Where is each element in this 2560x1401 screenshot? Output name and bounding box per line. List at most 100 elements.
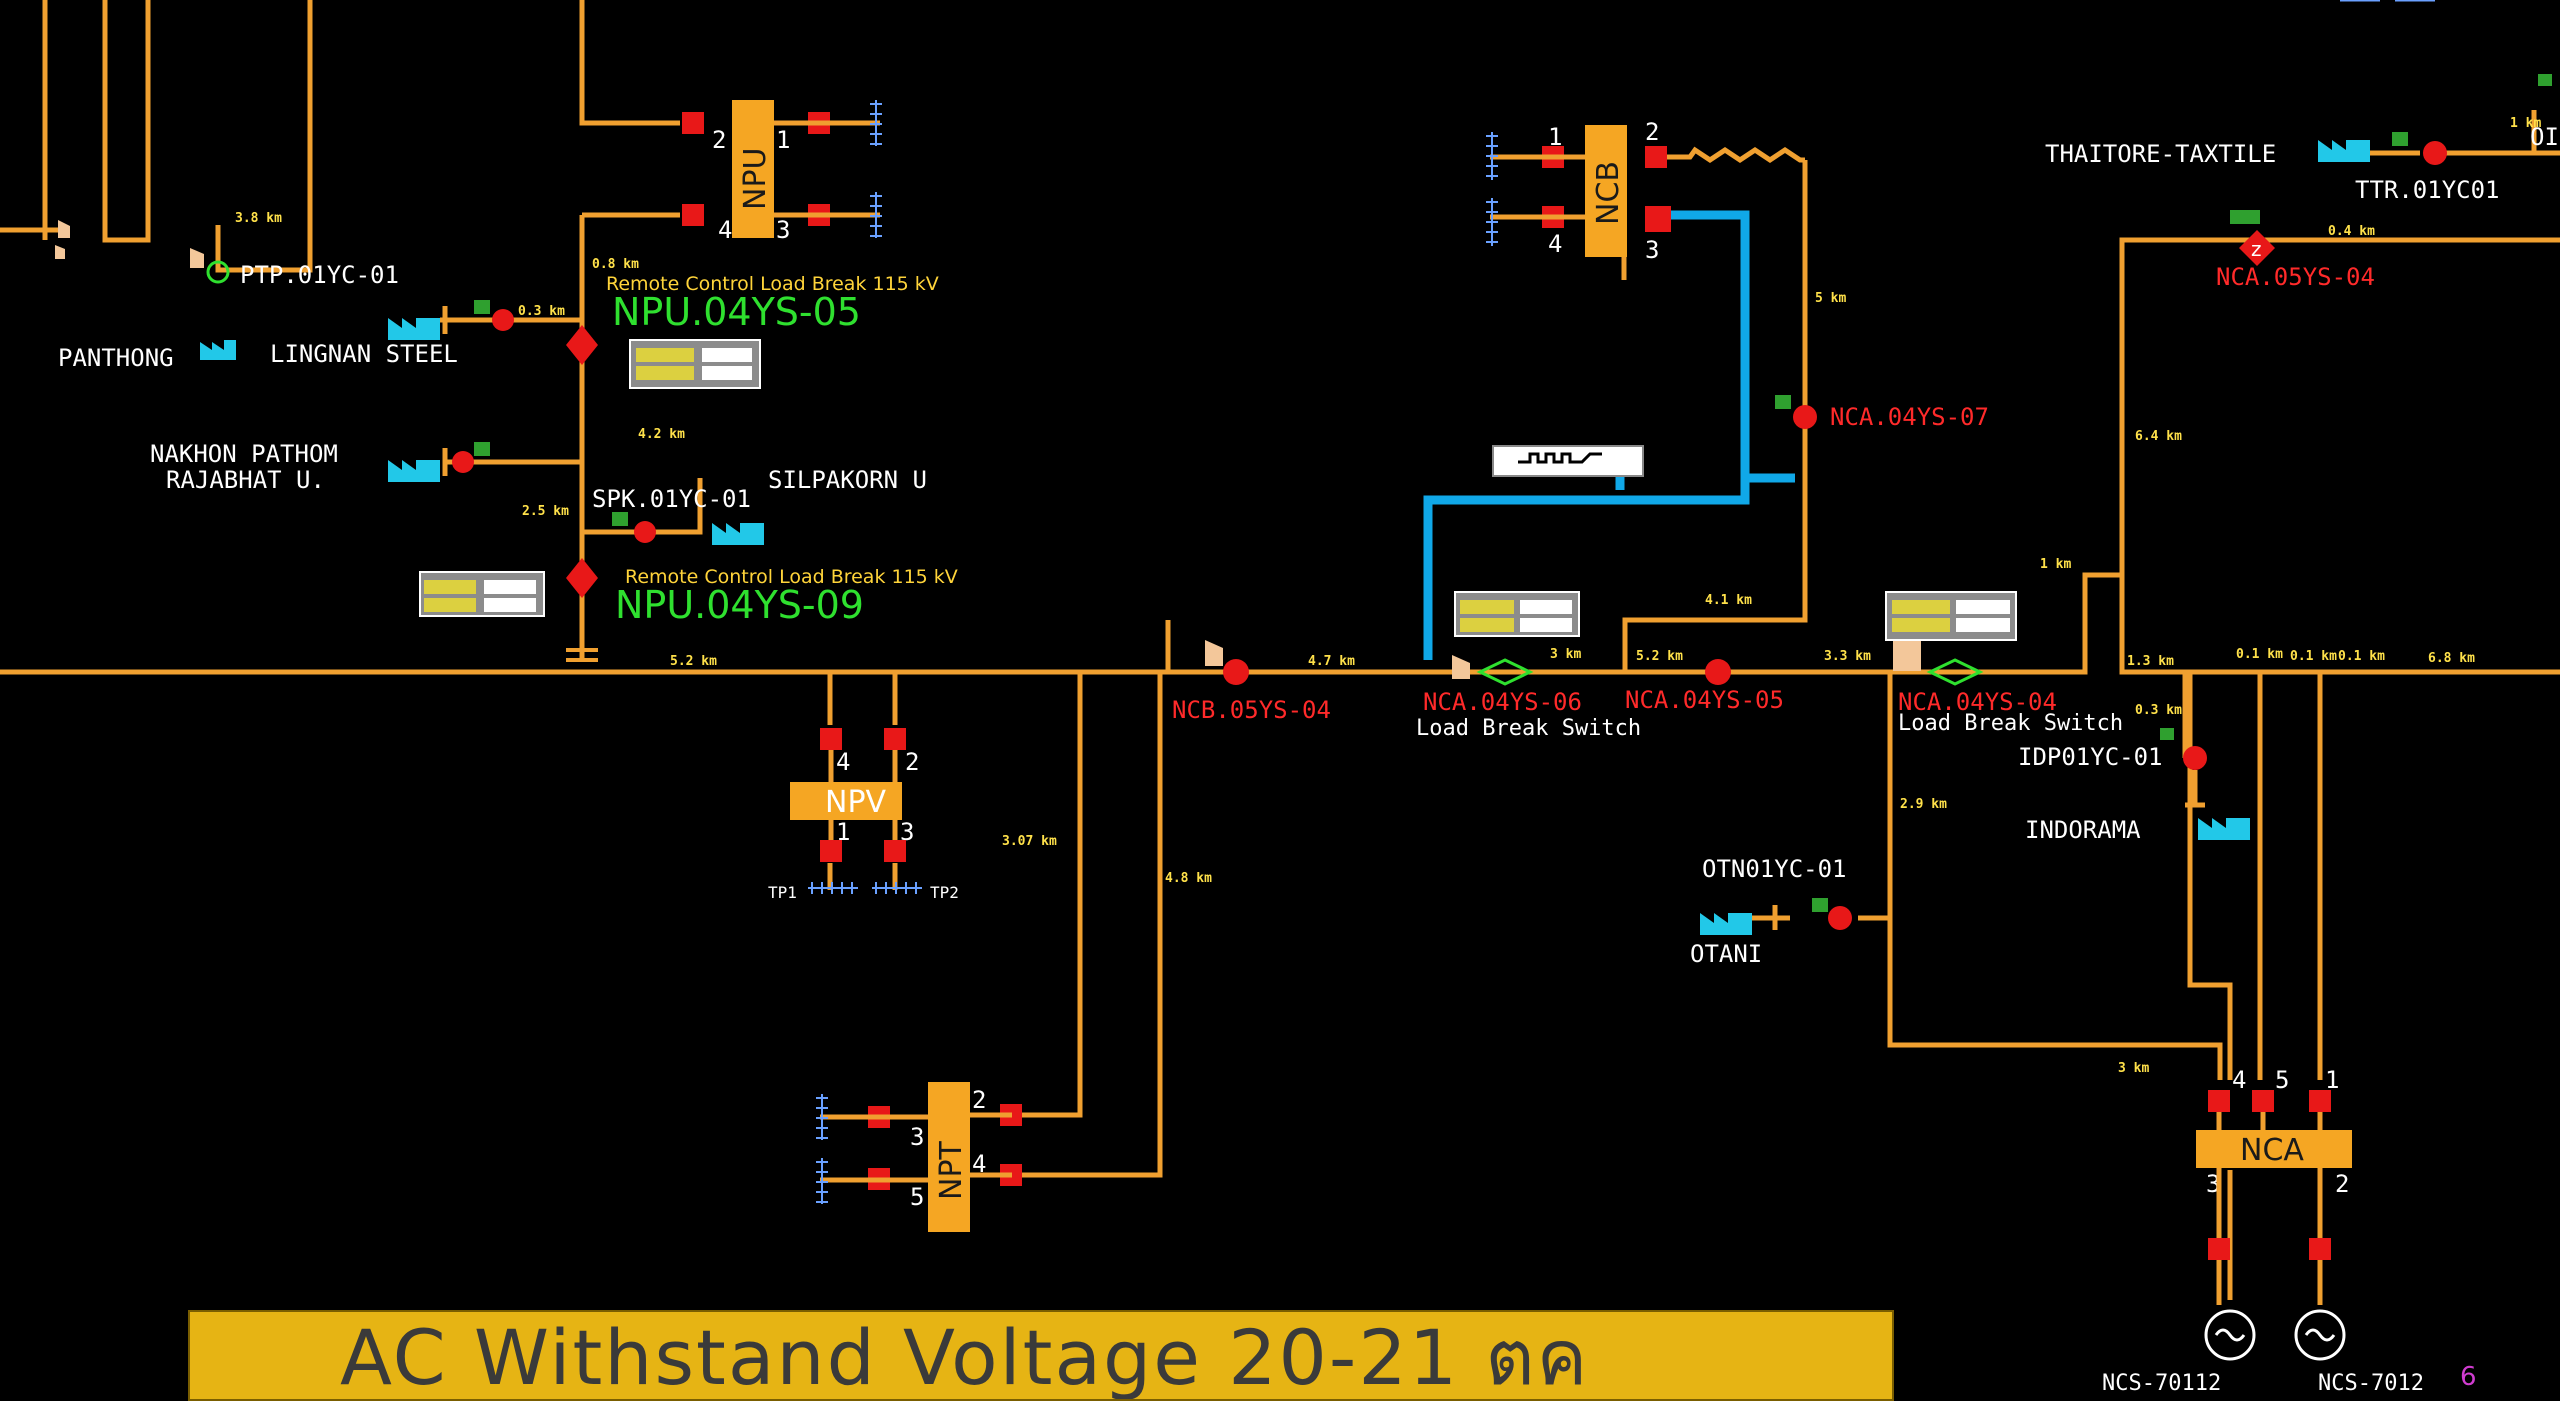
tp2-label: TP2 — [930, 883, 959, 902]
ground-symbol-icon — [808, 0, 2435, 1204]
switch-id: NCB.05YS-04 — [1172, 696, 1331, 724]
switch-id: NCA.04YS-06 — [1423, 688, 1582, 716]
distance-label: 5 km — [1815, 291, 1846, 306]
nca-label: NCA — [2240, 1133, 2304, 1168]
spk-label: SPK.01YC-01 — [592, 485, 751, 513]
indorama-label: INDORAMA — [2025, 816, 2141, 844]
ttr-label: TTR.01YC01 — [2355, 176, 2500, 204]
customer-labels: PTP.01YC-01 PANTHONG LINGNAN STEEL NAKHO… — [58, 123, 2559, 968]
distance-label: 5.2 km — [1636, 649, 1683, 664]
distance-label: 4.2 km — [638, 427, 685, 442]
npt-port: 2 — [972, 1086, 986, 1114]
npt-port: 4 — [972, 1150, 986, 1178]
distance-label: 3.8 km — [235, 211, 282, 226]
switch-desc: Remote Control Load Break 115 kV — [625, 566, 958, 588]
switch-id: NPU.04YS-09 — [615, 583, 864, 627]
npt-port: 3 — [910, 1123, 924, 1151]
panthong-label: PANTHONG — [58, 344, 174, 372]
info-panel — [1885, 591, 2017, 641]
distance-label: 0.4 km — [2328, 224, 2375, 239]
ncb-port: 2 — [1645, 118, 1659, 146]
distance-label: 0.1 km — [2338, 649, 2385, 664]
status-tags — [474, 74, 2552, 912]
switch-labels: Remote Control Load Break 115 kV NPU.04Y… — [606, 263, 2375, 741]
banner-title: AC Withstand Voltage 20-21 ตค — [340, 1313, 1590, 1401]
distance-label: 2.5 km — [522, 504, 569, 519]
ncb-label: NCB — [1591, 161, 1626, 225]
nca-port: 5 — [2275, 1066, 2289, 1094]
page-number: 6 — [2460, 1362, 2477, 1392]
npv-label: NPV — [825, 785, 887, 820]
distance-label: 4.1 km — [1705, 593, 1752, 608]
line-breakers[interactable] — [206, 141, 2447, 930]
npu-port: 4 — [718, 216, 732, 244]
feeder-lines — [0, 0, 2560, 1300]
info-panel — [419, 571, 545, 617]
switch-desc: Remote Control Load Break 115 kV — [606, 273, 939, 295]
switch-id: NCA.04YS-07 — [1830, 403, 1989, 431]
npv-substation[interactable]: NPV 4 2 1 3 TP1 TP2 — [768, 728, 959, 902]
distance-label: 5.2 km — [670, 654, 717, 669]
npu-port: 3 — [776, 216, 790, 244]
npt-port: 5 — [910, 1183, 924, 1211]
load-break-switch-icon[interactable] — [1476, 658, 1984, 686]
idp-label: IDP01YC-01 — [2018, 743, 2163, 771]
npt-label: NPT — [934, 1140, 969, 1200]
nca-port: 2 — [2335, 1170, 2349, 1198]
reactor-box — [1492, 445, 1644, 477]
distance-label: 4.7 km — [1308, 654, 1355, 669]
switch-desc: Load Break Switch — [1898, 711, 2123, 736]
npu-port: 2 — [712, 126, 726, 154]
distance-label: 3 km — [2118, 1061, 2149, 1076]
ptp-label: PTP.01YC-01 — [240, 261, 399, 289]
capacitor-icon — [566, 648, 598, 662]
distance-label: 3.3 km — [1824, 649, 1871, 664]
npu-label: NPU — [738, 148, 773, 211]
factory-icon — [200, 140, 2420, 935]
svg-text:z: z — [2251, 237, 2262, 261]
thaitore-label: THAITORE-TAXTILE — [2045, 140, 2276, 168]
silpakorn-label: SILPAKORN U — [768, 466, 927, 494]
info-panel — [629, 339, 761, 389]
distance-labels: 3.8 km 0.8 km 0.3 km 4.2 km 2.5 km 5.2 k… — [235, 116, 2541, 1076]
ncb-port: 3 — [1645, 236, 1659, 264]
switch-id: NCA.04YS-04 — [1898, 688, 2057, 716]
distance-label: 1 km — [2040, 557, 2071, 572]
ncb-substation[interactable]: NCB 1 2 4 3 — [1490, 118, 1805, 264]
generator-icon[interactable]: NCS-70112 — [2102, 1309, 2256, 1396]
npu-port: 1 — [776, 126, 790, 154]
ncb-port: 1 — [1548, 123, 1562, 151]
otn-label: OTN01YC-01 — [1702, 855, 1847, 883]
ncb-port: 4 — [1548, 230, 1562, 258]
npv-port: 3 — [900, 818, 914, 846]
distance-label: 6.8 km — [2428, 651, 2475, 666]
distance-label: 0.3 km — [2135, 703, 2182, 718]
nca-port: 4 — [2232, 1066, 2246, 1094]
switch-id: NCA.05YS-04 — [2216, 263, 2375, 291]
distance-label: 4.8 km — [1165, 871, 1212, 886]
switch-desc: Load Break Switch — [1416, 716, 1641, 741]
switch-id: NPU.04YS-05 — [612, 290, 861, 334]
npu-substation[interactable]: NPU 2 1 4 3 — [682, 100, 880, 244]
switch-id: NCA.04YS-05 — [1625, 686, 1784, 714]
otani-label: OTANI — [1690, 940, 1762, 968]
distance-label: 0.1 km — [2290, 649, 2337, 664]
gen1-label: NCS-70112 — [2102, 1371, 2221, 1396]
generator-icon[interactable]: NCS-7012 — [2294, 1309, 2424, 1396]
remote-switch-icon[interactable]: z — [566, 230, 2275, 598]
partial-label: OI — [2530, 123, 2559, 151]
nca-port: 1 — [2325, 1066, 2339, 1094]
distance-label: 0.3 km — [518, 304, 565, 319]
distance-label: 0.8 km — [592, 257, 639, 272]
distance-label: 6.4 km — [2135, 429, 2182, 444]
distance-label: 3 km — [1550, 647, 1581, 662]
gen2-label: NCS-7012 — [2318, 1371, 2424, 1396]
npv-port: 1 — [836, 818, 850, 846]
distance-label: 3.07 km — [1002, 834, 1057, 849]
npt-substation[interactable]: NPT 2 3 4 5 — [820, 1082, 1022, 1232]
tp1-label: TP1 — [768, 883, 797, 902]
distance-label: 1 km — [2510, 116, 2541, 131]
distance-label: 2.9 km — [1900, 797, 1947, 812]
nca-substation[interactable]: NCA 4 5 1 3 2 — [2196, 1066, 2352, 1305]
